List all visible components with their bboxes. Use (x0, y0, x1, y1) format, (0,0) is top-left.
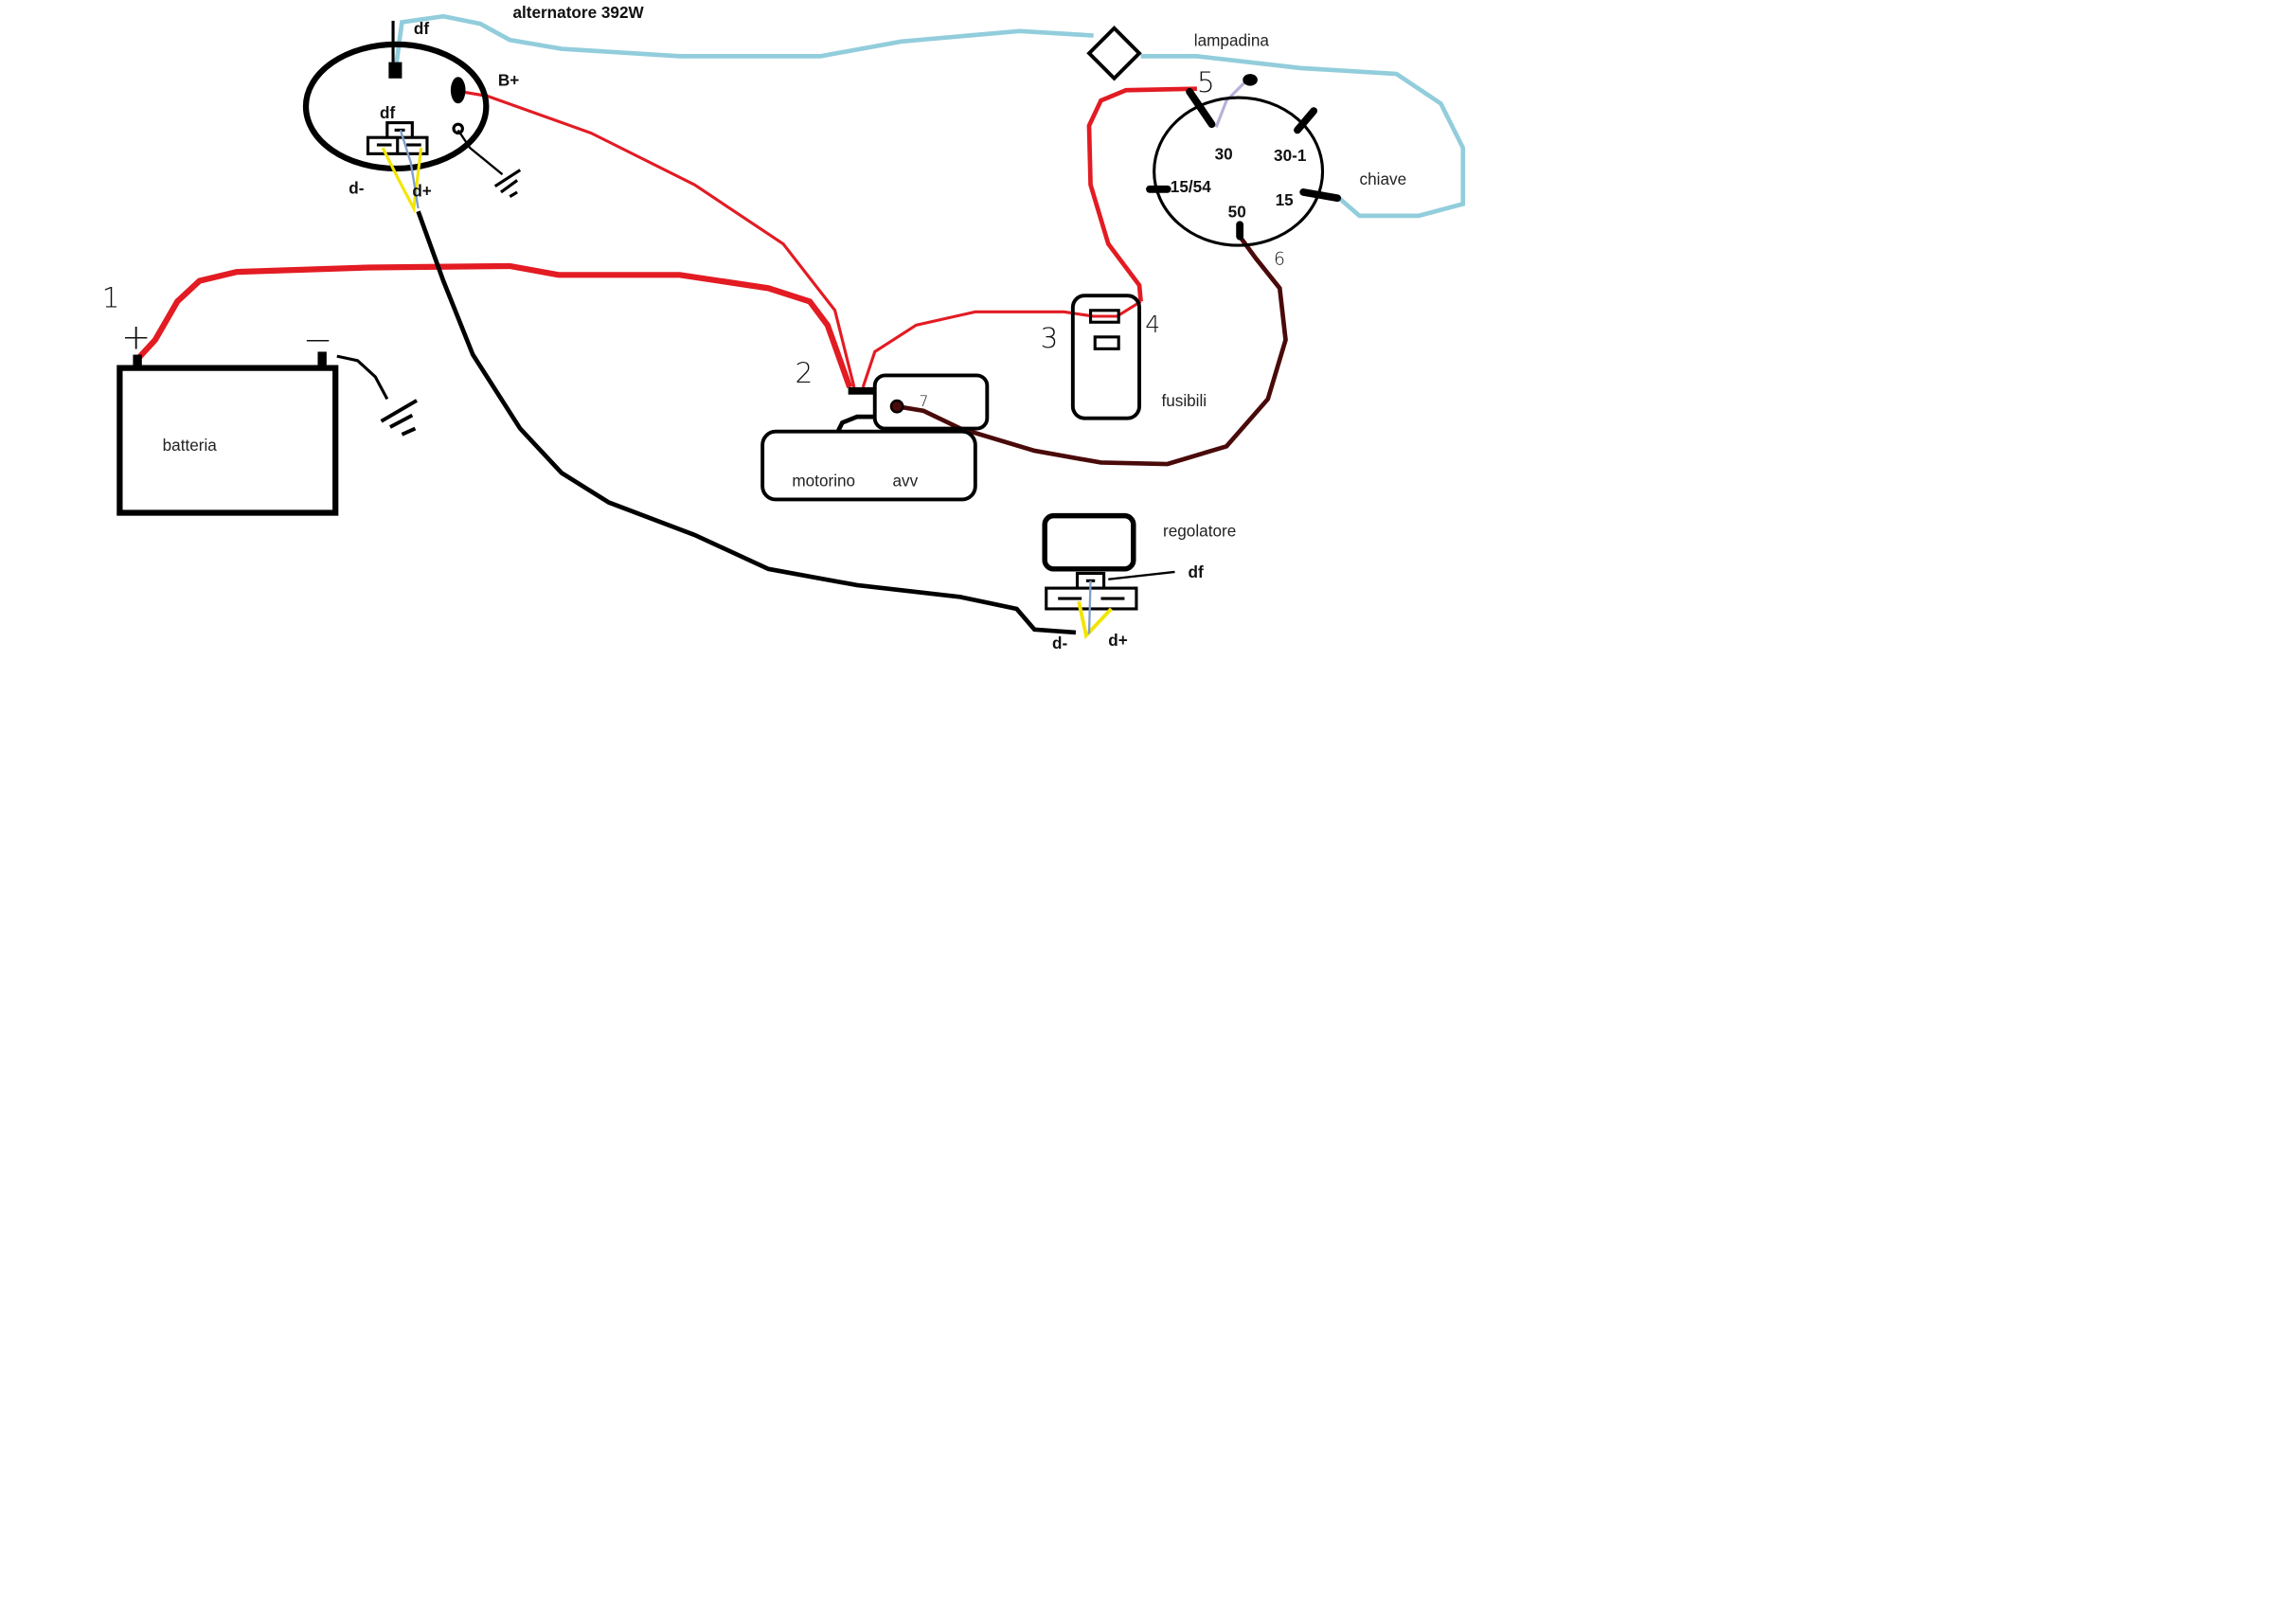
key-switch-terminals[interactable] (1146, 87, 1342, 241)
terminal-30-1-label: 30-1 (1274, 146, 1307, 165)
alternator-title: alternatore 392W (512, 3, 644, 22)
alternator-d-minus-label: d- (349, 178, 364, 197)
wire-starter-to-fuse (861, 300, 1142, 388)
terminal-15[interactable] (1299, 188, 1342, 203)
wire-key-feed (1214, 81, 1245, 128)
key-switch-label: chiave (1360, 170, 1407, 188)
alternator-df-terminal[interactable] (388, 62, 402, 79)
battery-minus-sign: − (303, 318, 332, 360)
ground-wire-alternator (456, 129, 504, 176)
terminal-30[interactable] (1186, 87, 1216, 129)
starter-terminal-number: 7 (920, 393, 929, 410)
wire-battery-positive (136, 262, 853, 388)
regulator-d-minus-label: d- (1052, 634, 1067, 652)
alternator-d-plus-wire (399, 130, 420, 209)
wire-lamp-excitation (393, 13, 1466, 219)
key-number-6: 6 (1274, 249, 1285, 269)
terminal-50-label: 50 (1228, 202, 1246, 221)
battery-number: 1 (102, 281, 120, 314)
alternator-connector[interactable] (366, 121, 429, 155)
alternator-df-label: df (414, 19, 429, 38)
fuse-1[interactable] (1088, 309, 1120, 324)
lamp-label: lampadina (1194, 30, 1270, 49)
fuse-out-number: 4 (1145, 311, 1160, 338)
starter-solenoid (872, 373, 990, 431)
regulator-d-plus-label: d+ (1108, 631, 1128, 650)
key-number-5: 5 (1197, 65, 1215, 98)
starter-motor (760, 429, 977, 502)
battery-label: batteria (163, 436, 218, 455)
starter-main-terminal[interactable] (848, 386, 874, 395)
starter-number: 2 (795, 356, 813, 389)
alternator-bplus-terminal[interactable] (450, 77, 466, 104)
terminal-15-label: 15 (1276, 190, 1295, 209)
key-switch-body (1153, 96, 1325, 247)
wire-fuse-to-key-30 (1086, 86, 1197, 302)
regulator-label: regolatore (1163, 521, 1236, 540)
terminal-30-1[interactable] (1294, 107, 1318, 134)
fuse-box (1070, 294, 1141, 420)
wire-key-50-to-solenoid (896, 235, 1288, 467)
regulator-df-leader (1108, 570, 1175, 580)
fuses-label: fusibili (1161, 391, 1207, 410)
regulator-body (1042, 512, 1136, 572)
alternator-body (302, 41, 490, 172)
ground-symbol-alternator (493, 169, 522, 198)
battery-body (116, 365, 339, 516)
alternator-d-plus-label: d+ (412, 182, 432, 201)
fuse-2[interactable] (1093, 335, 1120, 350)
fuse-in-number: 3 (1040, 321, 1058, 354)
alternator-bplus-label: B+ (498, 71, 519, 90)
regulator-df-label: df (1189, 562, 1204, 581)
battery-positive-terminal[interactable] (133, 354, 142, 368)
alternator-ground-terminal[interactable] (452, 122, 464, 135)
key-feed-terminal[interactable] (1243, 74, 1258, 86)
battery-plus-sign: + (121, 315, 151, 357)
battery-negative-terminal[interactable] (317, 351, 327, 368)
alternator-d-minus-wire (381, 147, 423, 214)
starter-label-2: avv (892, 471, 918, 490)
ground-wire-battery (336, 354, 389, 401)
regulator-d-plus-wire (1087, 580, 1092, 634)
terminal-30-label: 30 (1215, 145, 1233, 164)
regulator-connector[interactable] (1045, 571, 1138, 611)
alternator-df-connector-label: df (380, 103, 395, 122)
terminal-15-54-label: 15/54 (1171, 177, 1211, 196)
wire-bplus (460, 90, 856, 388)
starter-link (835, 414, 875, 433)
regulator-d-minus-wire (1077, 600, 1113, 640)
ground-symbol-battery (380, 399, 419, 437)
wire-alternator-to-regulator (416, 210, 1077, 635)
starter-label-1: motorino (792, 471, 855, 490)
lamp-diamond (1086, 26, 1142, 81)
starter-solenoid-terminal[interactable] (889, 399, 904, 414)
